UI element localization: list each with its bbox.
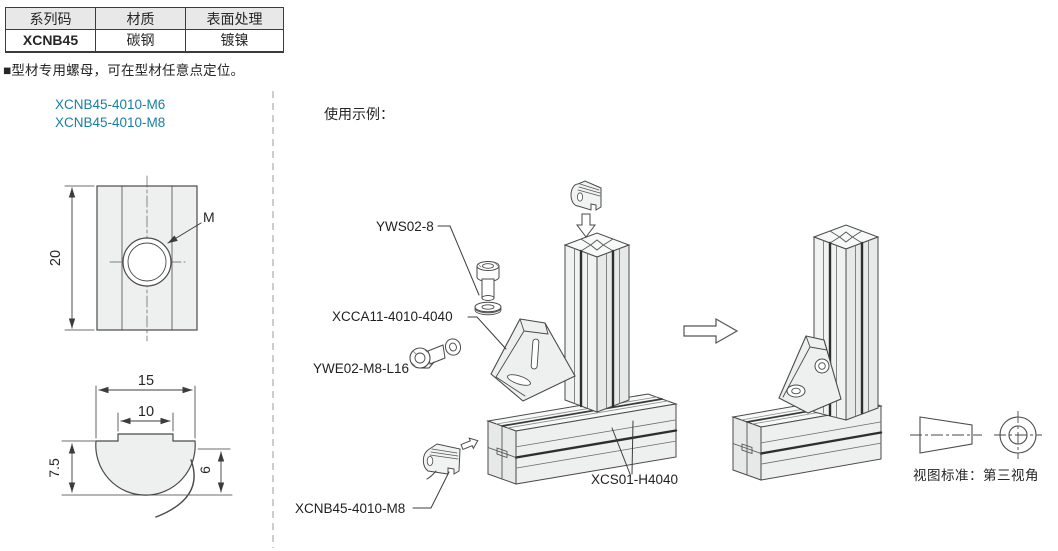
leader-lines xyxy=(412,225,634,509)
assembled-corner-bracket xyxy=(778,335,842,414)
section-right-height-dim-label: 6 xyxy=(197,466,213,474)
part-number-link-m6[interactable]: XCNB45-4010-M6 xyxy=(55,97,166,112)
section-left-height-dim-label: 7.5 xyxy=(46,458,62,478)
top-view-drawing: M 20 xyxy=(48,175,215,342)
spec-table-header-row: 系列码 材质 表面处理 xyxy=(5,7,284,30)
section-view-drawing: 15 10 7.5 6 xyxy=(46,373,233,518)
exploded-assembly-drawing xyxy=(409,180,678,509)
horizontal-extrusion xyxy=(486,393,678,485)
usage-example-title: 使用示例： xyxy=(324,106,394,122)
vertical-extrusion xyxy=(563,232,631,413)
spec-table-value-row: XCNB45 碳钢 镀镍 xyxy=(5,29,284,53)
label-bolt: YWE02-M8-L16 xyxy=(313,361,410,376)
spec-header-material: 材质 xyxy=(95,7,186,30)
label-nut: XCNB45-4010-M8 xyxy=(295,501,406,516)
arrow-down-icon xyxy=(576,213,596,238)
label-screw-set: YWS02-8 xyxy=(376,219,434,234)
thread-dim-label: M xyxy=(203,209,215,225)
arrow-right-icon xyxy=(683,317,739,345)
assembled-assembly-drawing xyxy=(731,224,883,481)
height-dim-label: 20 xyxy=(48,250,64,266)
screw-set-screw xyxy=(474,261,502,316)
third-angle-symbol xyxy=(910,411,1042,459)
spec-table: 系列码 材质 表面处理 XCNB45 碳钢 镀镍 xyxy=(5,7,284,53)
spring-curve xyxy=(155,459,195,518)
corner-bracket xyxy=(490,318,576,402)
spec-value-series: XCNB45 xyxy=(5,29,96,53)
nut-top xyxy=(570,180,602,211)
section-width-dim-label: 15 xyxy=(138,373,154,389)
spec-header-surface: 表面处理 xyxy=(185,7,284,30)
part-number-list: XCNB45-4010-M6 XCNB45-4010-M8 xyxy=(55,96,165,131)
section-slot-dim-label: 10 xyxy=(138,404,154,420)
bolt-screw xyxy=(409,338,462,369)
spec-value-material: 碳钢 xyxy=(95,29,186,53)
label-profile: XCS01-H4040 xyxy=(591,472,679,487)
spec-value-surface: 镀镍 xyxy=(185,29,284,53)
product-note: ■型材专用螺母，可在型材任意点定位。 xyxy=(3,63,245,78)
label-bracket: XCCA11-4010-4040 xyxy=(332,309,453,324)
spec-header-series: 系列码 xyxy=(5,7,96,30)
view-standard-caption: 视图标准：第三视角 xyxy=(913,468,1039,483)
nut-insert xyxy=(422,443,461,480)
part-number-link-m8[interactable]: XCNB45-4010-M8 xyxy=(55,114,166,130)
insert-arrow-icon xyxy=(460,437,479,451)
